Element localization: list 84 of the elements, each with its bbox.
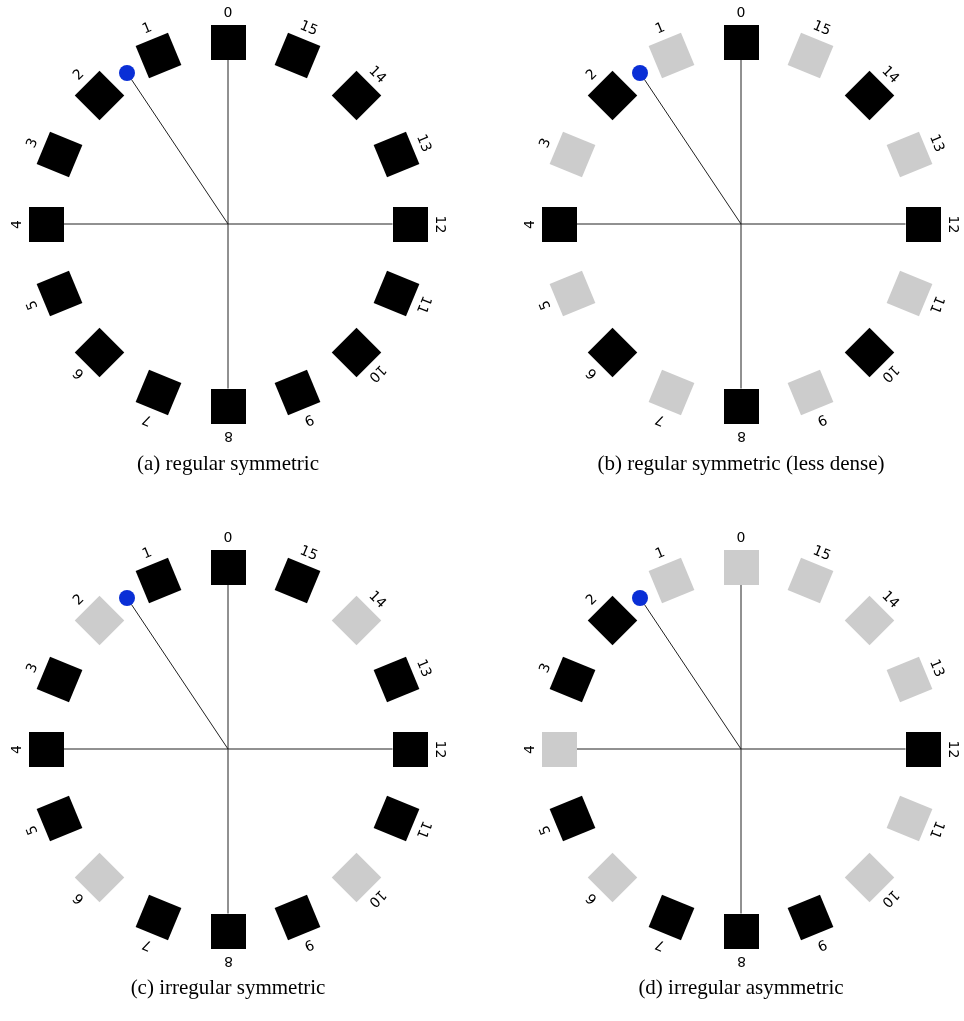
panel-caption: (c) irregular symmetric [130, 975, 326, 1000]
position-number: 13 [925, 130, 950, 156]
position-number: 11 [925, 818, 950, 844]
connector-line [576, 223, 906, 225]
position-number: 8 [222, 952, 234, 971]
position-number: 15 [297, 15, 322, 41]
position-number: 5 [21, 297, 42, 315]
dot-marker [118, 64, 135, 81]
position-number: 11 [925, 293, 950, 319]
dot-marker [631, 589, 648, 606]
connector-line [643, 78, 742, 225]
position-number: 13 [925, 655, 950, 681]
position-number: 0 [735, 2, 747, 21]
position-number: 4 [519, 218, 538, 231]
position-number: 15 [297, 540, 322, 566]
position-number: 8 [735, 427, 747, 446]
connector-line [130, 78, 229, 225]
connector-line [227, 584, 229, 914]
position-number: 6 [580, 889, 601, 911]
position-number: 12 [944, 214, 963, 235]
position-number: 4 [519, 743, 538, 756]
position-number: 0 [735, 527, 747, 546]
position-number: 12 [431, 739, 450, 760]
position-number: 11 [412, 818, 437, 844]
position-number: 9 [301, 410, 318, 432]
position-number: 1 [651, 542, 668, 564]
position-number: 7 [138, 410, 155, 432]
position-number: 1 [651, 17, 668, 39]
position-number: 5 [21, 822, 42, 840]
position-number: 3 [534, 134, 555, 152]
position-number: 5 [534, 297, 555, 315]
position-number: 12 [431, 214, 450, 235]
connector-line [740, 584, 742, 914]
connector-line [63, 223, 393, 225]
position-number: 1 [138, 17, 155, 39]
dot-marker [631, 64, 648, 81]
position-number: 3 [21, 659, 42, 677]
position-number: 9 [301, 935, 318, 957]
position-number: 14 [365, 60, 392, 88]
position-number: 3 [534, 659, 555, 677]
position-number: 14 [878, 585, 905, 613]
position-number: 2 [580, 63, 601, 85]
position-number: 13 [412, 130, 437, 156]
panel-caption: (a) regular symmetric [137, 451, 319, 476]
position-number: 7 [651, 935, 668, 957]
position-number: 15 [810, 540, 835, 566]
position-number: 12 [944, 739, 963, 760]
position-number: 6 [67, 889, 88, 911]
position-number: 0 [222, 527, 234, 546]
connector-line [63, 748, 393, 750]
connector-line [227, 59, 229, 389]
position-number: 10 [365, 886, 392, 914]
position-number: 10 [878, 886, 905, 914]
position-number: 15 [810, 15, 835, 41]
position-number: 11 [412, 293, 437, 319]
position-number: 14 [878, 60, 905, 88]
connector-line [576, 748, 906, 750]
connector-line [130, 603, 229, 750]
position-number: 0 [222, 2, 234, 21]
position-number: 4 [6, 743, 25, 756]
connector-line [643, 603, 742, 750]
position-number: 14 [365, 585, 392, 613]
position-number: 6 [580, 364, 601, 386]
position-number: 2 [67, 588, 88, 610]
position-number: 9 [814, 935, 831, 957]
position-number: 2 [580, 588, 601, 610]
position-number: 6 [67, 364, 88, 386]
position-number: 4 [6, 218, 25, 231]
position-number: 10 [365, 361, 392, 389]
position-number: 10 [878, 361, 905, 389]
position-number: 8 [735, 952, 747, 971]
position-number: 1 [138, 542, 155, 564]
position-number: 7 [138, 935, 155, 957]
position-number: 7 [651, 410, 668, 432]
panel-caption: (b) regular symmetric (less dense) [597, 451, 885, 476]
position-number: 5 [534, 822, 555, 840]
position-number: 13 [412, 655, 437, 681]
position-number: 3 [21, 134, 42, 152]
dot-marker [118, 589, 135, 606]
position-number: 2 [67, 63, 88, 85]
connector-line [740, 59, 742, 389]
panel-caption: (d) irregular asymmetric [638, 975, 844, 1000]
position-number: 8 [222, 427, 234, 446]
position-number: 9 [814, 410, 831, 432]
